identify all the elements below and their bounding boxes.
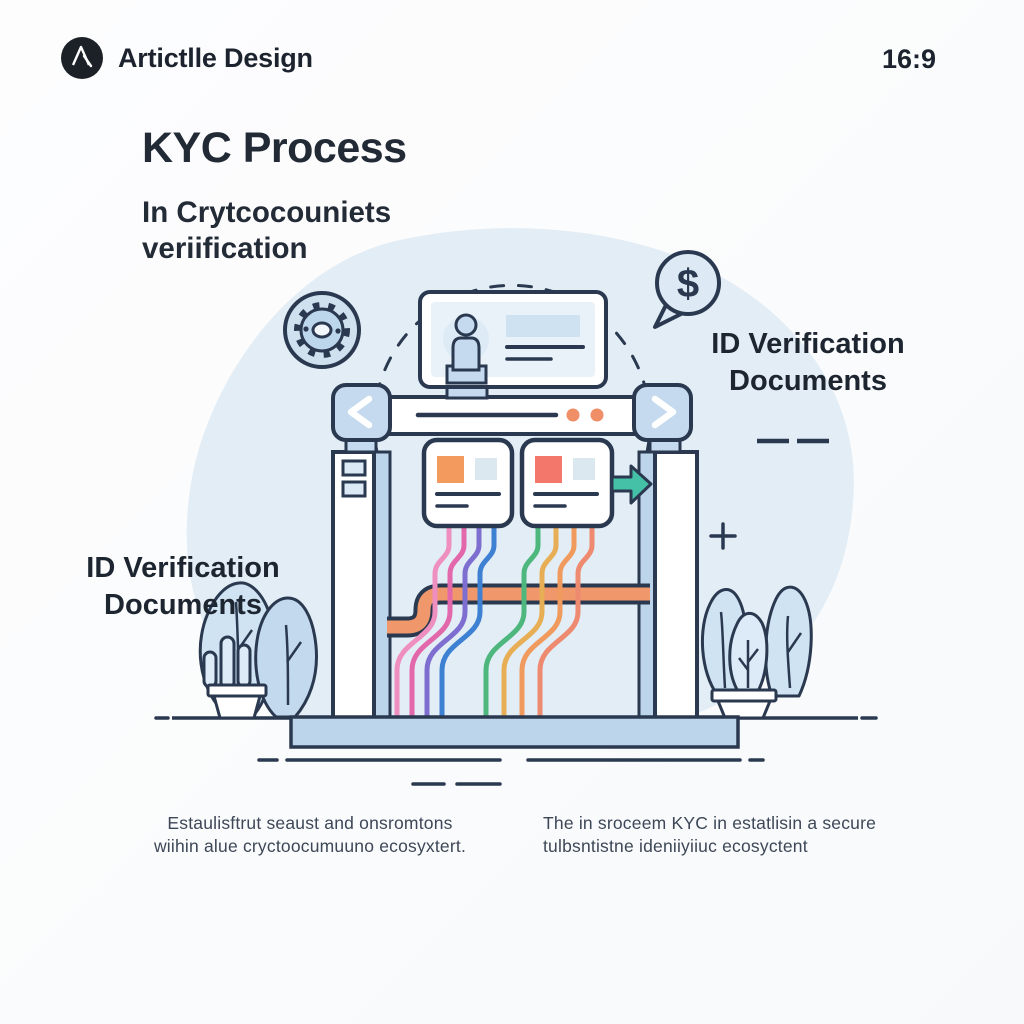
gear-icon bbox=[283, 291, 361, 369]
dollar-bubble-icon: $ bbox=[653, 250, 721, 329]
base-platform bbox=[289, 715, 740, 749]
screen-block bbox=[506, 315, 580, 337]
monitor bbox=[418, 290, 608, 400]
wires bbox=[394, 522, 595, 717]
left-plant bbox=[198, 581, 318, 720]
photo-square bbox=[535, 456, 562, 483]
document-card-1 bbox=[421, 437, 515, 529]
caption-left: Estaulisftrut seaust and onsromtons wiih… bbox=[153, 813, 467, 856]
aspect-ratio-badge: 16:9 bbox=[881, 44, 936, 74]
subtitle-line-2: veriification bbox=[142, 231, 308, 265]
subtitle-line-1: In Crytcocouniets bbox=[142, 196, 392, 229]
left-end-cap bbox=[331, 383, 392, 442]
page-title: KYC Process bbox=[142, 124, 407, 172]
chevron-left-icon bbox=[347, 395, 373, 429]
status-dot bbox=[566, 408, 580, 422]
dollar-icon: $ bbox=[677, 262, 699, 306]
brand-row: Artictlle Design bbox=[60, 36, 313, 80]
page-subtitle: In Crytcocouniets veriification bbox=[142, 195, 391, 266]
bottom-dashes bbox=[257, 758, 765, 786]
brand-logo-icon bbox=[61, 37, 103, 79]
brand-name: Artictlle Design bbox=[118, 42, 313, 73]
status-dot bbox=[590, 408, 604, 422]
right-plant bbox=[701, 585, 813, 720]
right-end-cap bbox=[632, 383, 693, 442]
caption-right: The in sroceem KYC in estatlisin a secur… bbox=[543, 813, 877, 856]
arrow-right-icon bbox=[610, 464, 653, 505]
left-pillar bbox=[331, 450, 392, 720]
plus-icon bbox=[709, 522, 737, 550]
left-pot bbox=[206, 683, 268, 720]
label-id-verification-left: ID Verification Documents bbox=[86, 552, 280, 621]
document-card-2 bbox=[519, 437, 615, 529]
avatar bbox=[445, 313, 488, 385]
label-id-verification-right: ID Verification Documents bbox=[711, 328, 905, 397]
chevron-right-icon bbox=[651, 395, 677, 429]
right-pot bbox=[710, 688, 778, 720]
photo-square bbox=[437, 456, 464, 483]
